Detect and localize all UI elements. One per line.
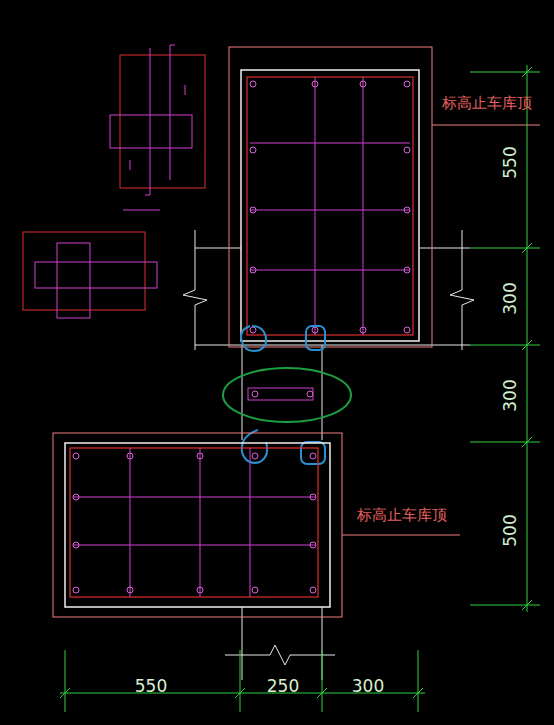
- dimension-text: 550: [135, 678, 167, 695]
- dimension-text: 300: [352, 678, 384, 695]
- dimension-text: 500: [501, 514, 518, 546]
- dimension-text: 300: [501, 379, 518, 411]
- dimension-text: 300: [501, 282, 518, 314]
- elevation-note: 标高止车库顶: [357, 508, 447, 523]
- dimension-text: 550: [501, 146, 518, 178]
- elevation-note: 标高止车库顶: [442, 96, 532, 111]
- dimension-text: 250: [267, 678, 299, 695]
